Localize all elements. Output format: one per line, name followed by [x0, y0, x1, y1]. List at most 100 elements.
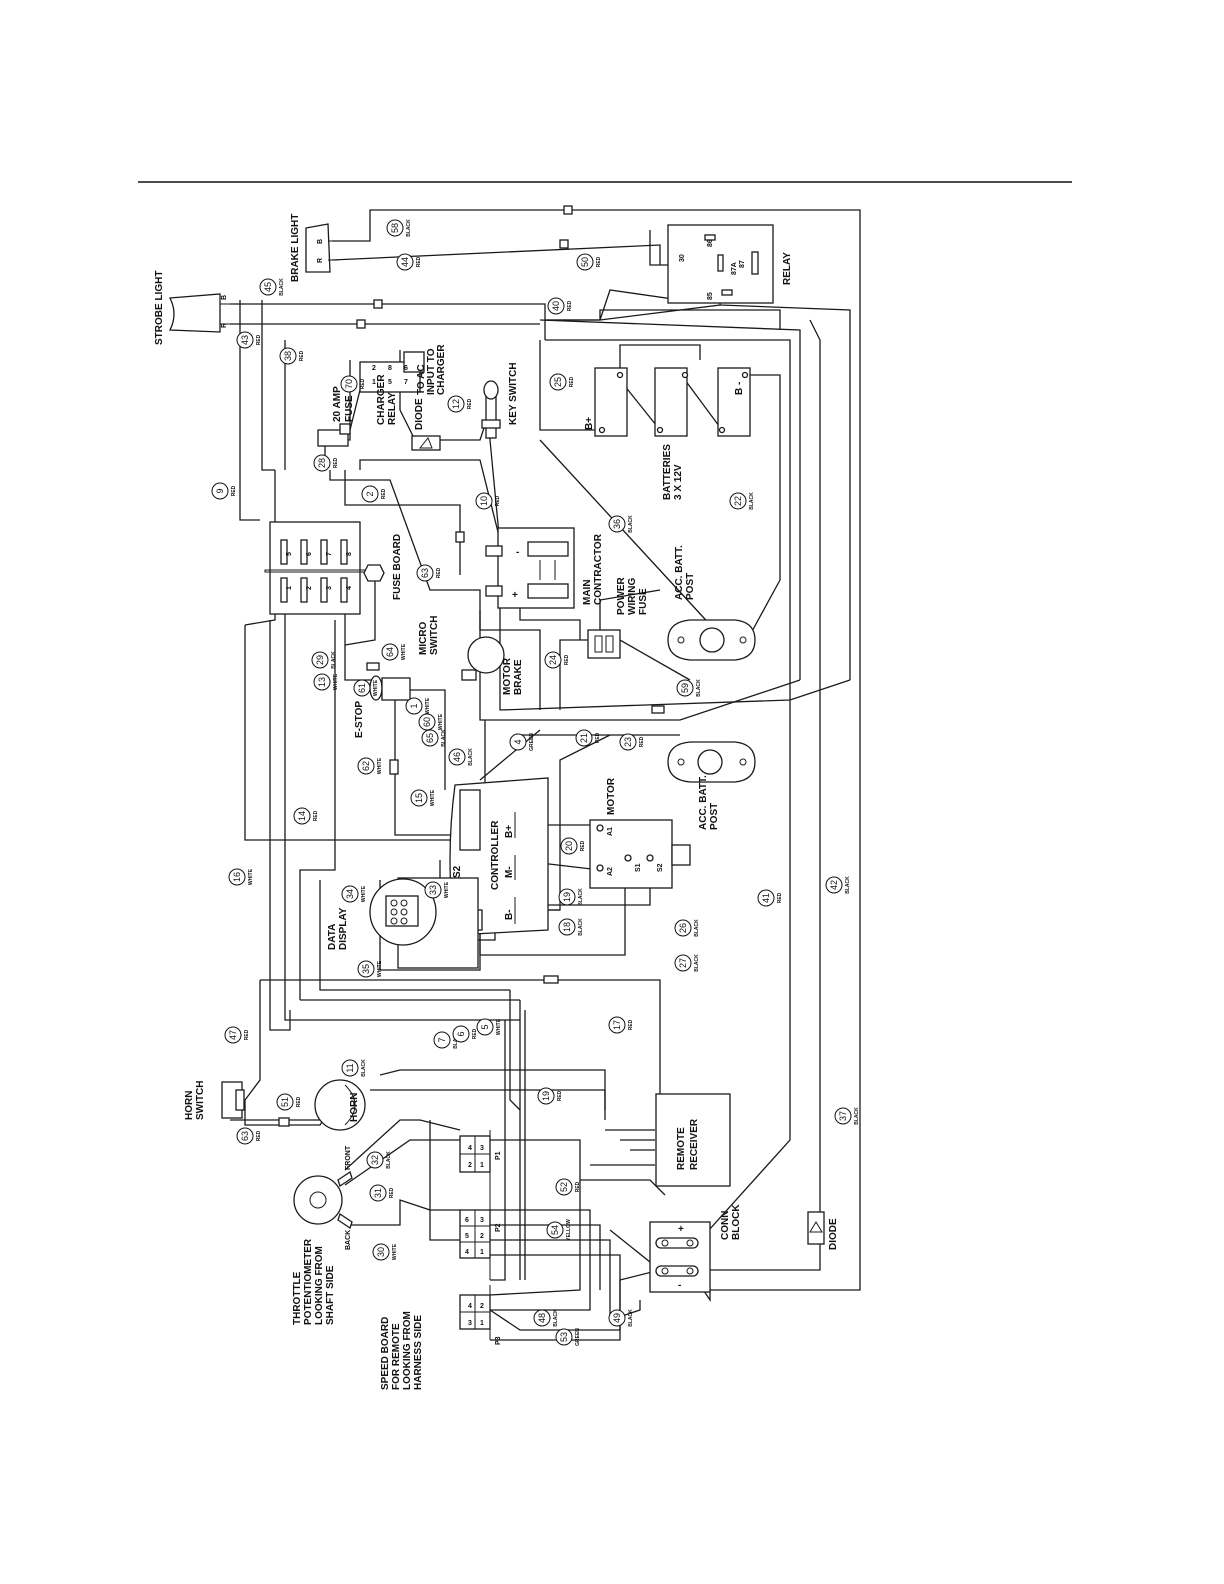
wire-color: GREEN	[529, 733, 535, 751]
wire-number: 29	[315, 655, 325, 665]
p2-pin-2: 2	[480, 1233, 484, 1240]
wire-bubble	[361, 485, 379, 503]
acc-batt-post-2: ACC. BATT. POST	[667, 741, 756, 830]
wire-color: RED	[575, 1181, 581, 1192]
wire-number: 60	[422, 717, 432, 727]
wire-bubble	[555, 1178, 573, 1196]
wire-number: 52	[559, 1182, 569, 1192]
wire-number: 14	[297, 811, 307, 821]
battery-b-minus: B -	[734, 382, 745, 395]
motor-pin-s2: S2	[657, 863, 664, 872]
data-display-label-1: DATA	[327, 924, 338, 950]
wire-bubble	[418, 713, 436, 731]
ac-input-label-3: CHARGER	[436, 344, 447, 395]
wire-color: RED	[777, 892, 783, 903]
charger-relay-pin-1: 1	[372, 379, 376, 386]
wire-bubble	[674, 919, 692, 937]
wire-color: RED	[436, 567, 442, 578]
wire-bubble	[547, 297, 565, 315]
brake-light-pin-r: R	[317, 258, 324, 263]
wire-bubble	[576, 253, 594, 271]
p2-pin-5: 5	[465, 1233, 469, 1240]
p3-pin-1: 1	[480, 1320, 484, 1327]
brake-light-label: BRAKE LIGHT	[290, 214, 301, 282]
power-fuse-label-3: FUSE	[638, 588, 649, 615]
wire-bubble	[475, 492, 493, 510]
wire-bubble	[396, 253, 414, 271]
controller-b-plus: B+	[504, 825, 515, 838]
key-switch[interactable]: KEY SWITCH	[481, 362, 519, 439]
wire-color: RED	[244, 1029, 250, 1040]
fuse-pin-4: 4	[346, 586, 353, 590]
wire-color: RED	[333, 457, 339, 468]
charger-relay-label-1: CHARGER	[376, 374, 387, 425]
wire-number: 19	[541, 1091, 551, 1101]
battery-b-plus: B+	[584, 417, 595, 430]
wire-number: 15	[414, 793, 424, 803]
throttle-potentiometer[interactable]: FRONT BACK THROTTLE POTENTIOMETER LOOKIN…	[292, 1145, 353, 1325]
diode-top-label: DIODE	[414, 398, 425, 430]
wire-color: RED	[472, 1028, 478, 1039]
p3-pin-4: 4	[468, 1303, 472, 1310]
wire-number: 34	[345, 889, 355, 899]
wire-number: 13	[317, 677, 327, 687]
diode-top: DIODE	[411, 398, 441, 451]
wire-color: BLACK	[386, 1151, 392, 1169]
wire-color: WHITE	[425, 697, 431, 714]
charger-relay-pin-6: 6	[404, 365, 408, 372]
wire-color: BLACK	[696, 679, 702, 697]
wire-number: 63	[420, 568, 430, 578]
strobe-light-pin-r: R	[221, 323, 228, 328]
wire-number: 48	[537, 1313, 547, 1323]
wire-bubble	[259, 278, 277, 296]
relay-pin-86: 86	[707, 239, 714, 247]
horn-switch[interactable]: HORN SWITCH	[184, 1081, 245, 1120]
throttle-label-2: POTENTIOMETER	[303, 1238, 314, 1325]
acc-post-1-label-1: ACC. BATT.	[674, 545, 685, 600]
wire-color: BLACK	[628, 1309, 634, 1327]
wire-bubble	[236, 1127, 254, 1145]
wire-color: RED	[360, 378, 366, 389]
horn-switch-label-2: SWITCH	[195, 1081, 206, 1120]
wire-number: 36	[612, 519, 622, 529]
wire-number: 24	[548, 655, 558, 665]
wire-color: BLACK	[749, 492, 755, 510]
ac-input-label-2: INPUT TO	[426, 348, 437, 395]
brake-light: B R BRAKE LIGHT	[290, 214, 338, 282]
wire-bubble	[537, 1087, 555, 1105]
remote-receiver-label-2: RECEIVER	[689, 1118, 700, 1170]
wire-bubble	[405, 697, 423, 715]
wire-bubble	[452, 1025, 470, 1043]
wire-color: RED	[639, 736, 645, 747]
wire-color: RED	[628, 1019, 634, 1030]
fuse-board: 5 6 7 8 1 2 3 4 FUSE BOARD	[264, 521, 403, 615]
fuse-pin-2: 2	[306, 586, 313, 590]
power-fuse-label-2: WIRING	[627, 578, 638, 615]
wire-number: 33	[428, 885, 438, 895]
wire-number: 2	[365, 491, 375, 496]
power-wiring-fuse: POWER WIRING FUSE	[587, 576, 649, 659]
p3-pin-3: 3	[468, 1320, 472, 1327]
wire-number: 7	[437, 1037, 447, 1042]
inline-fuses	[278, 205, 665, 1127]
horn-switch-label-1: HORN	[184, 1091, 195, 1120]
throttle-front: FRONT	[345, 1145, 352, 1170]
amp-fuse-label-1: 20 AMP	[332, 386, 343, 422]
acc-batt-post-1: ACC. BATT. POST	[667, 545, 756, 661]
